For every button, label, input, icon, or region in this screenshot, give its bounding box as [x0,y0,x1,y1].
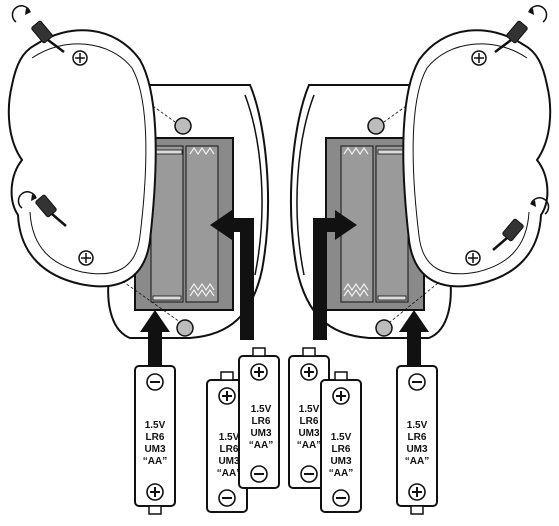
left-device [7,5,269,339]
battery-label-size: “AA” [217,468,241,479]
left-screw-top [31,20,65,53]
right-spring-bottom [343,282,369,298]
battery-label-jis: UM3 [298,428,320,439]
battery-label-size: “AA” [143,456,167,467]
right-spring-top [343,146,369,156]
battery-label-voltage: 1.5V [331,432,352,443]
right-screw-boss-top [367,117,385,135]
battery-label-jis: UM3 [218,456,240,467]
right-screw-bottom [492,218,524,251]
battery-label-iec: LR6 [332,444,351,455]
minus-symbol [250,465,268,483]
left-cover-screw-hole-top [72,50,88,66]
battery-label-iec: LR6 [146,432,165,443]
plus-symbol [300,363,318,381]
battery-label-jis: UM3 [330,456,352,467]
battery-label-jis: UM3 [406,444,428,455]
battery-label-jis: UM3 [144,444,166,455]
left-screw-boss-bottom [176,319,194,337]
battery-label-voltage: 1.5V [251,404,272,415]
left-cover-screw-hole-bottom [78,250,94,266]
battery-label-size: “AA” [297,440,321,451]
plus-symbol [146,483,164,501]
right-cover-screw-hole-bottom [465,250,481,266]
right-housing-edge [296,94,315,276]
minus-symbol [332,489,350,507]
plus-symbol [250,363,268,381]
battery-label-iec: LR6 [252,416,271,427]
battery-4: 1.5V LR6 UM3 “AA” [288,347,330,489]
left-spring-bottom [189,282,215,298]
plus-symbol [408,483,426,501]
right-rotate-icon-top [528,5,548,23]
minus-symbol [300,465,318,483]
minus-symbol [218,489,236,507]
battery-label-voltage: 1.5V [219,432,240,443]
left-screw-bottom [35,194,67,227]
battery-label-size: “AA” [249,440,273,451]
left-rotate-icon-bottom [17,191,37,209]
right-battery-cover [402,29,552,288]
battery-label-jis: UM3 [250,428,272,439]
right-rotate-icon-bottom [530,197,550,215]
arrow-up-right-outer [399,310,429,366]
battery-1: 1.5V LR6 UM3 “AA” [134,365,176,515]
battery-6: 1.5V LR6 UM3 “AA” [396,365,438,515]
left-rotate-icon-top [11,5,31,23]
arrow-up-left-outer [140,310,170,366]
minus-symbol [146,373,164,391]
left-screw-boss-top [174,117,192,135]
battery-label-iec: LR6 [408,432,427,443]
battery-5: 1.5V LR6 UM3 “AA” [320,371,362,513]
left-spring-top [189,146,215,156]
right-device [290,5,552,339]
battery-label-size: “AA” [329,468,353,479]
right-screw-top [494,20,528,53]
left-battery-cover [7,29,157,288]
battery-3: 1.5V LR6 UM3 “AA” [238,347,280,489]
battery-label-size: “AA” [405,456,429,467]
minus-symbol [408,373,426,391]
battery-label-iec: LR6 [300,416,319,427]
battery-label-iec: LR6 [220,444,239,455]
arrow-bent-right-inner [313,210,357,340]
plus-symbol [332,387,350,405]
right-screw-boss-bottom [375,319,393,337]
battery-label-voltage: 1.5V [145,420,166,431]
right-cover-screw-hole-top [471,50,487,66]
battery-2: 1.5V LR6 UM3 “AA” [206,371,248,513]
battery-label-voltage: 1.5V [299,404,320,415]
plus-symbol [218,387,236,405]
arrow-bent-left-inner [210,210,254,340]
battery-label-voltage: 1.5V [407,420,428,431]
left-housing-edge [244,94,263,276]
